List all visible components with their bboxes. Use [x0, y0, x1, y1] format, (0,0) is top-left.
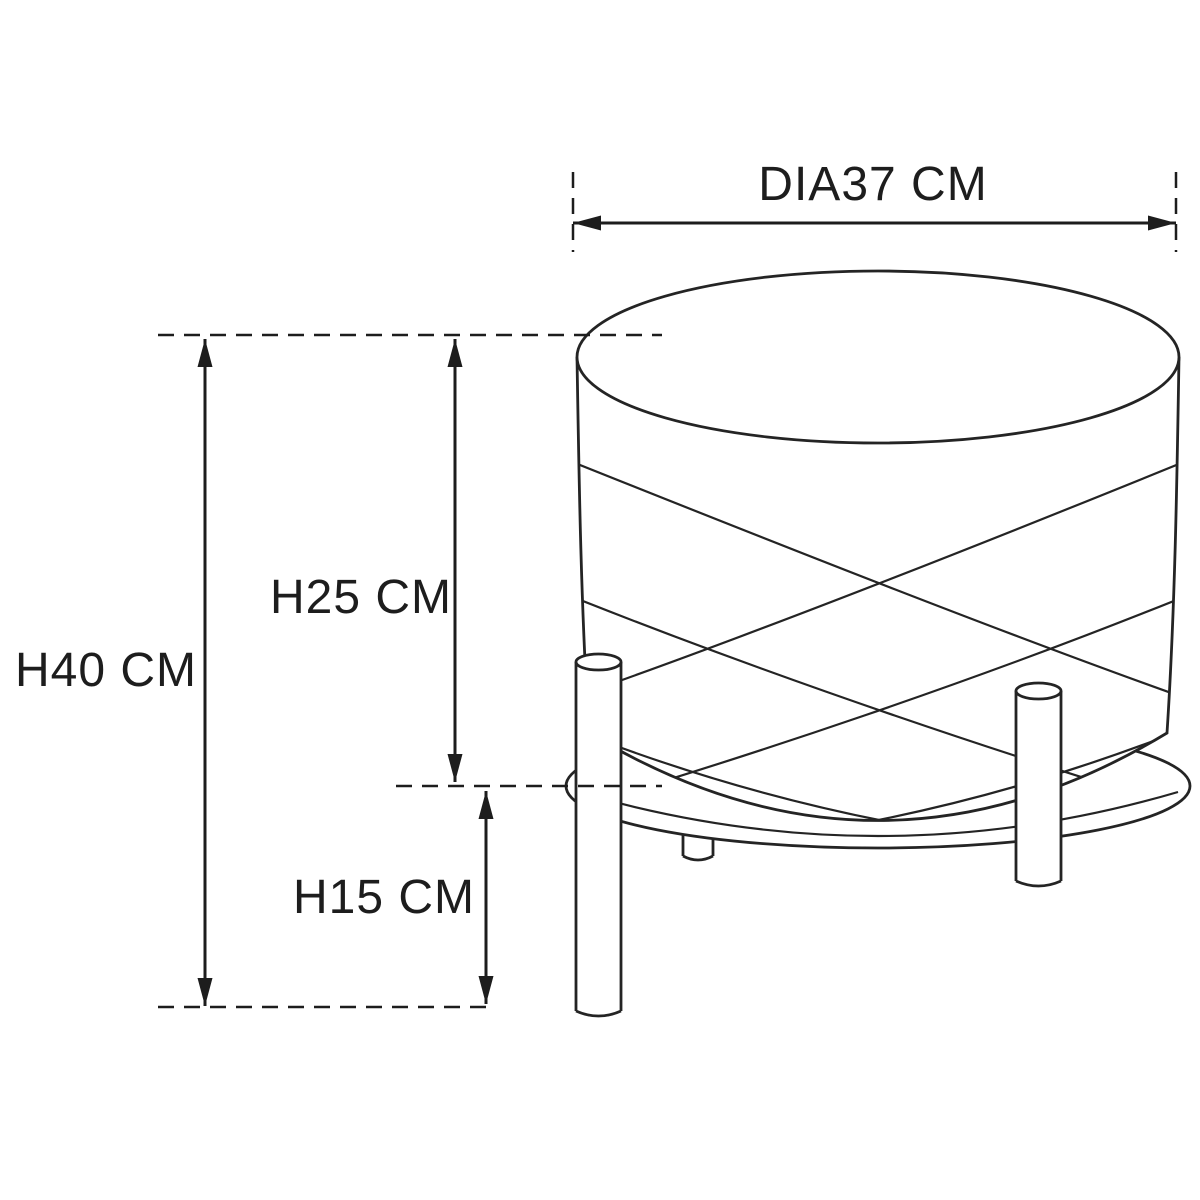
total-height-label: H40 CM	[15, 644, 197, 697]
diameter-dimension: DIA37 CM	[571, 158, 1178, 252]
body-height-label: H25 CM	[270, 571, 452, 624]
front-left-leg	[574, 652, 623, 1018]
diameter-label: DIA37 CM	[758, 158, 987, 211]
body-height-dimension: H25 CM	[270, 339, 662, 788]
seat-top	[575, 269, 1181, 445]
total-height-dimension: H40 CM	[15, 339, 492, 1009]
leg-height-dimension: H15 CM	[293, 791, 494, 1004]
leg-height-label: H15 CM	[293, 871, 475, 924]
front-right-leg	[1014, 681, 1063, 888]
ottoman-drawing	[564, 269, 1192, 1018]
